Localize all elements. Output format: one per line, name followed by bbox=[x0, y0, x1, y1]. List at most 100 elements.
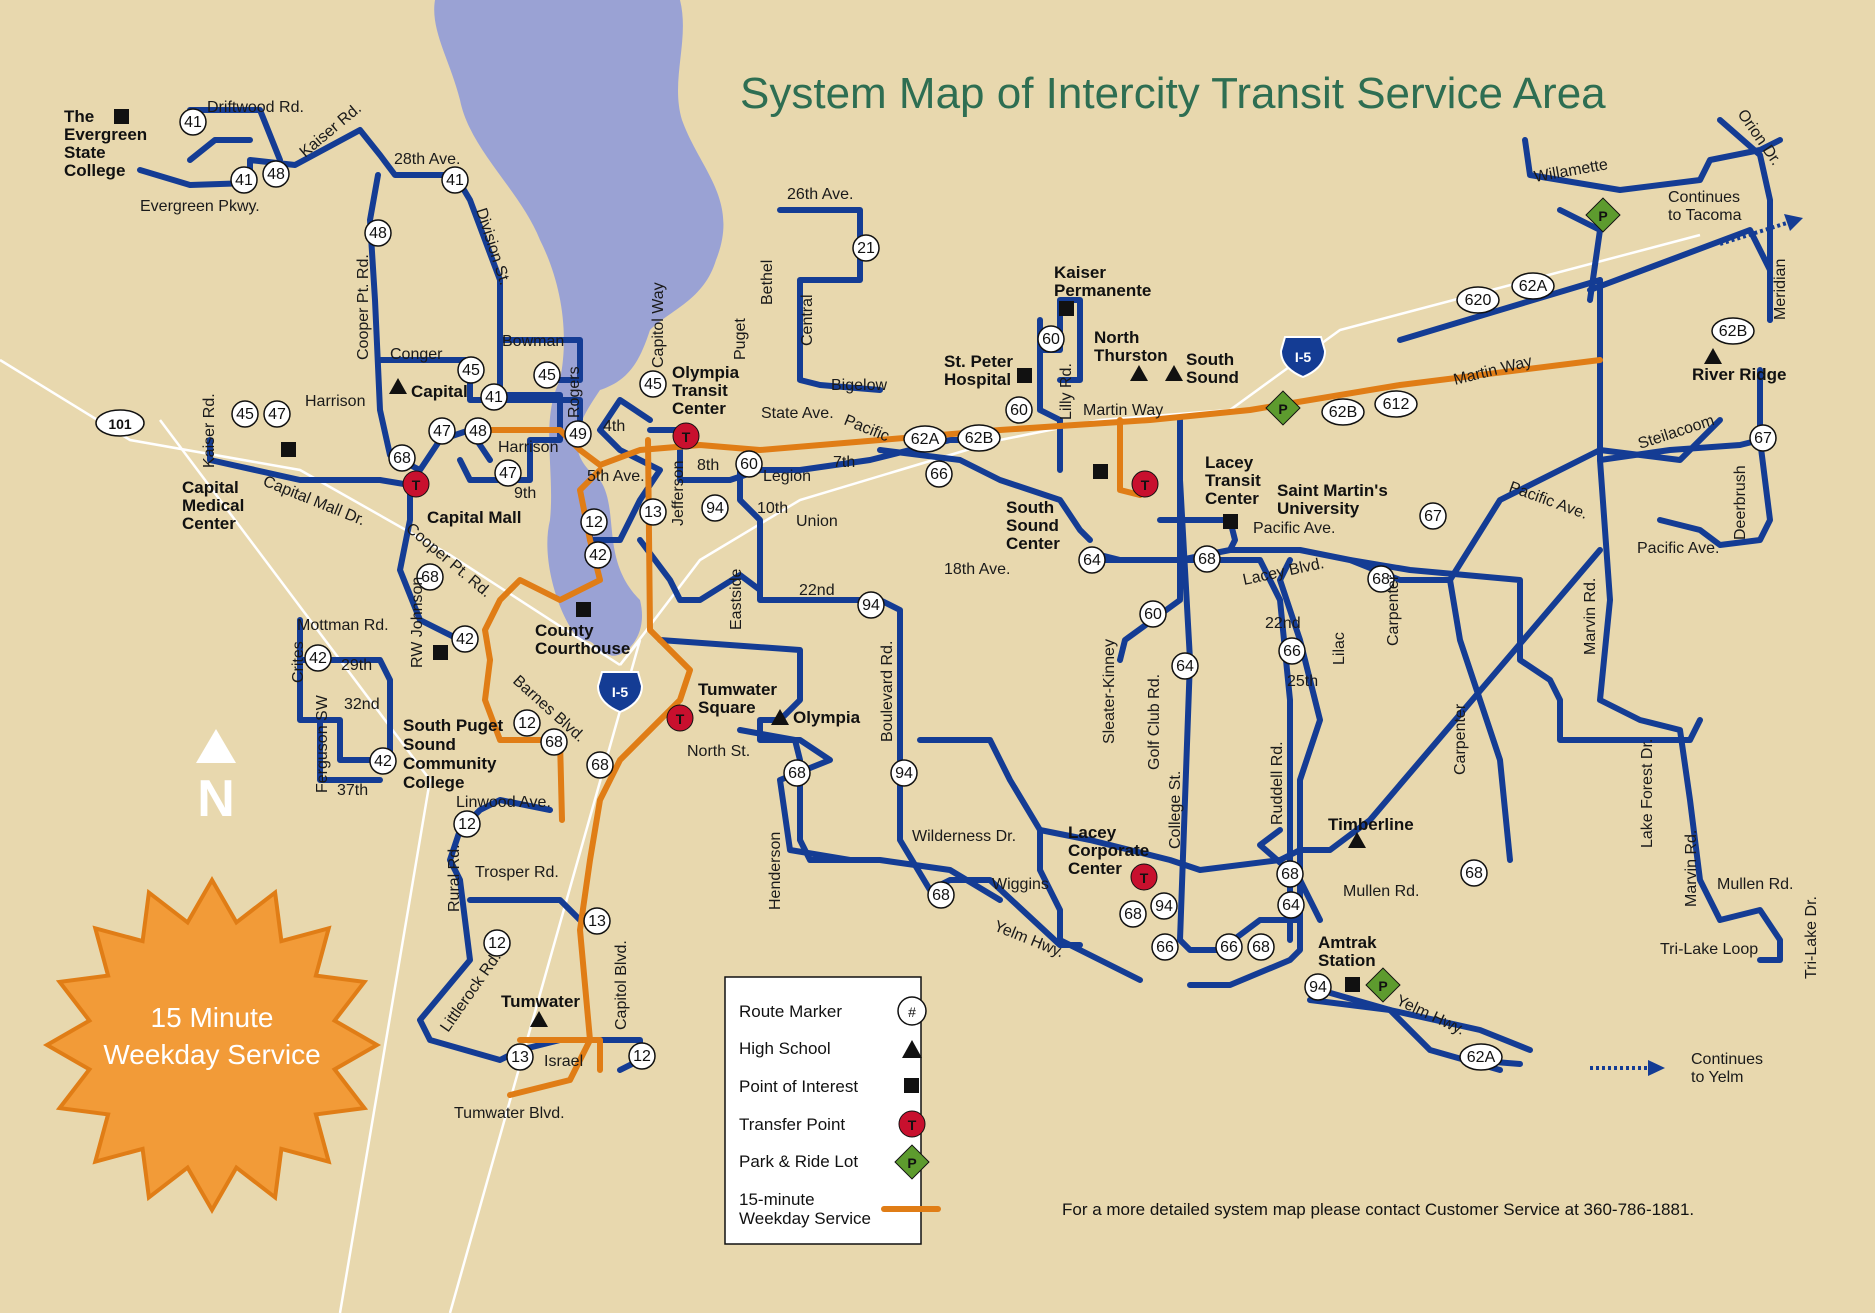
park-ride-icon: P bbox=[1585, 197, 1621, 233]
route-marker-label: 48 bbox=[369, 225, 387, 242]
poi-square-icon bbox=[1345, 977, 1360, 992]
svg-text:Evergreen Pkwy.: Evergreen Pkwy. bbox=[140, 198, 260, 215]
poi-square-icon bbox=[281, 442, 296, 457]
svg-text:Capital Mall: Capital Mall bbox=[427, 508, 521, 527]
route-marker-label: 45 bbox=[462, 362, 480, 379]
route-marker-label: 60 bbox=[1144, 606, 1162, 623]
route-marker-label: 62B bbox=[1329, 404, 1357, 421]
svg-text:Carpenter: Carpenter bbox=[1452, 703, 1469, 775]
svg-text:29th: 29th bbox=[341, 657, 372, 674]
route-marker-label: 68 bbox=[1124, 906, 1142, 923]
svg-text:Linwood Ave.: Linwood Ave. bbox=[456, 794, 551, 811]
footer-note: For a more detailed system map please co… bbox=[1062, 1200, 1694, 1219]
svg-text:5th Ave.: 5th Ave. bbox=[587, 468, 645, 485]
route-marker-42: 42 bbox=[451, 625, 479, 653]
route-marker-label: 41 bbox=[485, 389, 503, 406]
svg-text:Mullen Rd.: Mullen Rd. bbox=[1717, 876, 1793, 893]
high-school-icon bbox=[1165, 365, 1183, 381]
svg-text:#: # bbox=[908, 1004, 916, 1020]
svg-text:Henderson: Henderson bbox=[767, 832, 784, 910]
route-marker-62A: 62A bbox=[1459, 1043, 1503, 1071]
svg-text:State Ave.: State Ave. bbox=[761, 405, 834, 422]
legend-poi-label: Point of Interest bbox=[739, 1077, 858, 1096]
svg-text:Conger: Conger bbox=[390, 346, 443, 363]
route-marker-label: 94 bbox=[895, 765, 913, 782]
svg-text:College St.: College St. bbox=[1167, 771, 1184, 849]
svg-text:18th Ave.: 18th Ave. bbox=[944, 561, 1010, 578]
high-school-icon bbox=[530, 1011, 548, 1027]
route-marker-label: 49 bbox=[569, 426, 587, 443]
route-marker-label: 68 bbox=[421, 569, 439, 586]
route-marker-label: 68 bbox=[591, 757, 609, 774]
route-marker-label: 45 bbox=[644, 376, 662, 393]
svg-text:Harrison: Harrison bbox=[305, 393, 365, 410]
route-marker-41: 41 bbox=[441, 166, 469, 194]
poi-square-icon bbox=[576, 602, 591, 617]
svg-text:Jefferson: Jefferson bbox=[670, 460, 687, 526]
us101-shield: 101 bbox=[95, 409, 145, 437]
route-marker-label: 13 bbox=[644, 504, 662, 521]
svg-text:Wiggins: Wiggins bbox=[992, 876, 1049, 893]
svg-text:26th Ave.: 26th Ave. bbox=[787, 186, 853, 203]
route-marker-64: 64 bbox=[1277, 891, 1305, 919]
transfer-point-icon: T bbox=[666, 704, 694, 732]
route-marker-68: 68 bbox=[1276, 860, 1304, 888]
route-marker-label: 62B bbox=[965, 430, 993, 447]
svg-text:Tri-Lake Dr.: Tri-Lake Dr. bbox=[1803, 896, 1820, 979]
route-marker-94: 94 bbox=[857, 591, 885, 619]
transfer-point-icon: T bbox=[898, 1110, 926, 1138]
route-marker-13: 13 bbox=[639, 498, 667, 526]
route-marker-label: 41 bbox=[446, 172, 464, 189]
svg-text:T: T bbox=[1140, 870, 1149, 886]
route-marker-68: 68 bbox=[1460, 859, 1488, 887]
svg-text:Capital: Capital bbox=[411, 382, 468, 401]
svg-text:Marvin Rd.: Marvin Rd. bbox=[1683, 830, 1700, 907]
route-marker-49: 49 bbox=[564, 420, 592, 448]
legend: Route Marker # High School Point of Inte… bbox=[724, 976, 941, 1245]
svg-text:Deerbrush: Deerbrush bbox=[1732, 465, 1749, 540]
svg-text:Tri-Lake Loop: Tri-Lake Loop bbox=[1660, 941, 1758, 958]
route-marker-label: 62B bbox=[1719, 323, 1747, 340]
svg-text:25th: 25th bbox=[1287, 673, 1318, 690]
route-marker-label: 68 bbox=[1281, 866, 1299, 883]
route-marker-label: 64 bbox=[1282, 897, 1300, 914]
transfer-point-icon: T bbox=[1131, 470, 1159, 498]
svg-text:Union: Union bbox=[796, 513, 838, 530]
high-schools bbox=[389, 348, 1722, 1027]
route-marker-label: 66 bbox=[1220, 939, 1238, 956]
svg-text:Legion: Legion bbox=[763, 468, 811, 485]
svg-text:Tumwater: Tumwater bbox=[501, 992, 580, 1011]
svg-text:Lake Forest Dr.: Lake Forest Dr. bbox=[1639, 739, 1656, 848]
park-ride-icon: P bbox=[1365, 967, 1401, 1003]
route-marker-68: 68 bbox=[1119, 900, 1147, 928]
route-marker-64: 64 bbox=[1171, 652, 1199, 680]
route-marker-label: 42 bbox=[374, 753, 392, 770]
route-marker-label: 62A bbox=[911, 431, 940, 448]
i5-shield-north: I-5 bbox=[1279, 336, 1327, 379]
route-marker-42: 42 bbox=[369, 747, 397, 775]
bus-routes bbox=[137, 107, 1783, 1073]
poi-square-icon bbox=[1017, 368, 1032, 383]
route-marker-label: 66 bbox=[1283, 643, 1301, 660]
route-marker-label: 68 bbox=[1198, 551, 1216, 568]
route-marker-68: 68 bbox=[927, 881, 955, 909]
route-marker-label: 68 bbox=[1372, 571, 1390, 588]
svg-text:T: T bbox=[908, 1117, 917, 1133]
route-marker-62B: 62B bbox=[1711, 317, 1755, 345]
poi-square-icon bbox=[114, 109, 129, 124]
svg-text:8th: 8th bbox=[697, 457, 719, 474]
poi-square-icon bbox=[433, 645, 448, 660]
legend-high-school-label: High School bbox=[739, 1039, 831, 1058]
route-marker-label: 45 bbox=[236, 406, 254, 423]
route-marker-label: 12 bbox=[633, 1048, 651, 1065]
svg-text:Wilderness Dr.: Wilderness Dr. bbox=[912, 828, 1016, 845]
route-marker-66: 66 bbox=[1278, 637, 1306, 665]
svg-text:Trosper Rd.: Trosper Rd. bbox=[475, 864, 559, 881]
